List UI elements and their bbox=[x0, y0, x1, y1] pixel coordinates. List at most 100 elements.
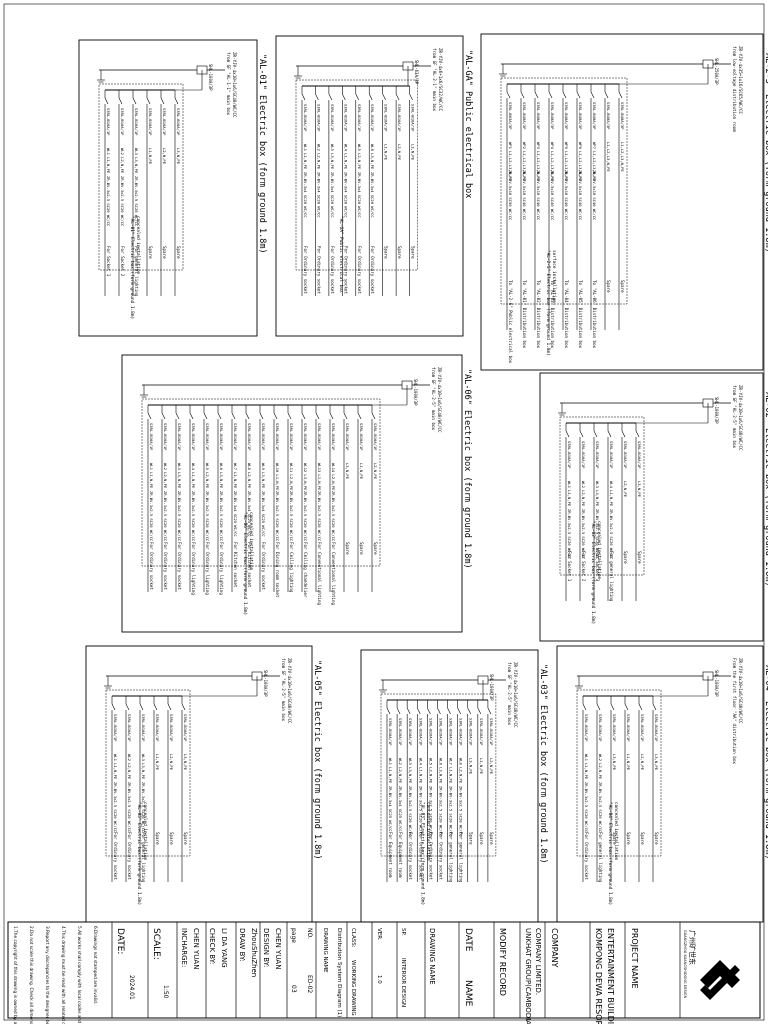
install-note: concealed installation bbox=[613, 802, 619, 861]
breaker-rating: S3RL-B10A/1P bbox=[317, 423, 322, 451]
circuit-use-label: Spare bbox=[345, 542, 350, 555]
circuit-use-label: For Ordinary socket bbox=[177, 542, 182, 590]
source-cable-label: ZR-YJV-4x10+1x6/SC40/WC/CC bbox=[738, 385, 743, 451]
circuit-phase: WL1 L1,N,PE bbox=[567, 481, 572, 507]
breaker-rating: S3RL-B16A/1P bbox=[149, 423, 154, 451]
circuit-phase: WL1 L1,N,PE bbox=[149, 463, 154, 489]
circuit-phase: WL5 L2,N,PE bbox=[428, 758, 433, 784]
cable-spec: ZR-BV-3x2.5 SC20 WC/CC bbox=[595, 509, 600, 559]
panel-border bbox=[360, 649, 539, 923]
project-name-1: KOMPONG DEWA RESORT bbox=[594, 928, 603, 1024]
circuit-use-label: Spare bbox=[626, 832, 631, 845]
source-cable-label: ZR-YJV-4x10+1x6/SC40/WC/CC bbox=[232, 52, 237, 118]
breaker-contact bbox=[467, 707, 471, 715]
cable-spec: ZR-BV-3x2.5 SC20 WC/CC bbox=[581, 509, 586, 559]
circuit-phase: WL2 L2,N,PE bbox=[581, 481, 586, 507]
breaker-rating: S3RL-B10A/1P bbox=[598, 714, 603, 742]
cable-spec: ZR-BV-3x4 SC20 WC/CC bbox=[343, 172, 348, 218]
breaker-contact bbox=[217, 412, 222, 420]
circuit-phase: WL3 L3,N,PE bbox=[134, 148, 139, 174]
circuit-phase: L1,N,PE bbox=[479, 758, 484, 775]
source-note-label: from low-voltage distribution room bbox=[732, 46, 737, 132]
circuit-use-label: Spare bbox=[373, 542, 378, 555]
class-value: WORKING DRAWING bbox=[350, 960, 356, 1016]
cable-spec: ZR-YJV-5x10 SC40 WC/CC bbox=[578, 170, 583, 220]
source-note-label: from GF "AL-1-1" main box bbox=[226, 52, 231, 116]
circuit-phase: WL2 L2,N,PE bbox=[163, 463, 168, 489]
install-note: "AL-2-5" Electric box (form ground 1.8m) bbox=[545, 250, 551, 356]
panel-title: "AL-GA" Public electrical box bbox=[463, 50, 473, 198]
circuit-use-label: For Ordinary lighting bbox=[219, 542, 224, 595]
breaker-rating: S3RL-B10A/1P bbox=[331, 423, 336, 451]
source-cable-label: ZR-YJV-4x6+1x6/SC32/WC/CC bbox=[438, 48, 443, 112]
breaker-contact bbox=[329, 412, 334, 420]
breaker-contact bbox=[590, 91, 595, 99]
breaker-contact bbox=[618, 91, 623, 99]
breaker-rating: S3RL-B16A/1P bbox=[169, 714, 174, 742]
circuit-use-label: Spare bbox=[654, 832, 659, 845]
circuit-use-label: To "AL-01" Distribution box bbox=[522, 280, 527, 349]
title-block-frame bbox=[7, 921, 761, 1019]
circuit-phase: WL4 L1,N,PE bbox=[609, 481, 614, 507]
breaker-rating: S3RL-B16A/1P bbox=[183, 714, 188, 742]
panel-border bbox=[480, 33, 764, 371]
circuit-phase: L2,N,PE bbox=[373, 463, 378, 480]
circuit-phase: L1,L2,L3,N,PE bbox=[620, 142, 625, 172]
circuit-use-label: To "AL-2-6" Public electrical box bbox=[508, 280, 513, 364]
breaker-contact bbox=[395, 93, 400, 101]
cable-spec: ZR-BV-3x2.5 SC20 WC/CC bbox=[177, 491, 182, 541]
circuit-use-label: To "AL-02" Distribution box bbox=[536, 280, 541, 349]
breaker-contact bbox=[175, 412, 180, 420]
breaker-contact bbox=[342, 93, 346, 101]
breaker-rating: S3RL-B16A/1P bbox=[275, 423, 280, 451]
circuit-phase: L3,N,PE bbox=[469, 758, 474, 775]
panel-border bbox=[78, 39, 258, 337]
cable-spec: ZR-BV-3x2.5 SC20 WC/CC bbox=[134, 176, 139, 226]
circuit-phase: L3,N,PE bbox=[654, 754, 659, 771]
circuit-phase: WL3 L3,N,PE bbox=[177, 463, 182, 489]
cable-spec: ZR-BV-3x2.5 SC20 WC/CC bbox=[205, 491, 210, 541]
cable-spec: ZR-YJV-5x10 SC40 WC/CC bbox=[564, 170, 569, 220]
enclosure-outline bbox=[98, 83, 184, 271]
incharge-label: INCHARGE: bbox=[180, 928, 188, 967]
circuit-phase: WL5 L2,N,PE bbox=[205, 463, 210, 489]
panel-border bbox=[121, 354, 463, 633]
page-label: page bbox=[290, 928, 297, 943]
enclosure-outline bbox=[500, 77, 628, 305]
breaker-rating: S3RL-B16A/1P bbox=[408, 718, 413, 746]
breaker-rating: S3RL-B16A/1P bbox=[357, 104, 362, 132]
circuit-phase: WL1 L1,N,PE bbox=[584, 754, 589, 780]
circuit-use-label: Spare bbox=[606, 280, 611, 293]
enclosure-outline bbox=[105, 689, 191, 857]
breaker-rating: S3RL-B16A/1P bbox=[148, 108, 153, 136]
main-breaker-label: SHL-100A/3P bbox=[714, 397, 719, 424]
breaker-contact bbox=[579, 430, 584, 438]
breaker-rating: S3RL-B40A/3P bbox=[550, 102, 555, 130]
breaker-contact bbox=[396, 707, 401, 715]
circuit-use-label: For Socket 1 bbox=[106, 246, 111, 277]
circuit-use-label: Spare bbox=[469, 832, 474, 845]
circuit-phase: WL2 L2,N,PE bbox=[598, 754, 603, 780]
main-breaker-label: SHL-100A/3P bbox=[208, 64, 213, 91]
circuit-use-label: Spare bbox=[155, 832, 160, 845]
breaker-rating: S3RL-B16A/1P bbox=[155, 714, 160, 742]
breaker-contact bbox=[111, 703, 116, 711]
